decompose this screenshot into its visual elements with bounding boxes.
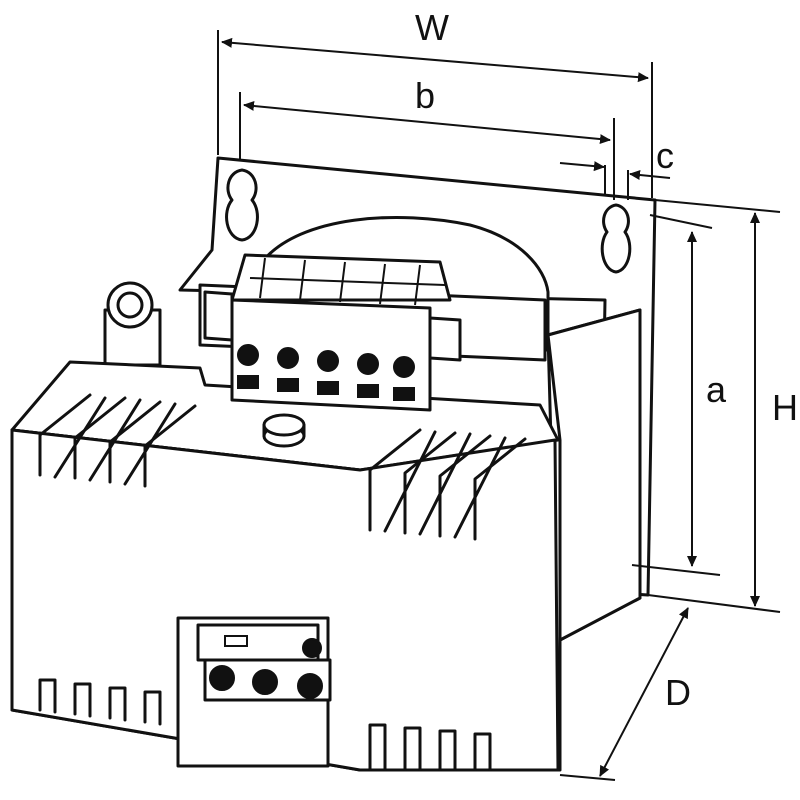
label-b: b — [415, 75, 435, 116]
bottom-fins-left — [38, 678, 162, 726]
body-front — [10, 428, 560, 772]
dim-b-line — [243, 100, 611, 145]
earth-screw — [103, 281, 162, 367]
terminal-block-front — [176, 616, 332, 768]
label-c: c — [656, 135, 674, 176]
label-a: a — [706, 369, 727, 410]
label-D: D — [665, 672, 691, 713]
dimension-lines — [217, 30, 781, 781]
label-H: H — [772, 387, 798, 428]
terminal-block-top — [203, 253, 462, 412]
label-W: W — [415, 7, 449, 48]
bottom-fins-right — [368, 723, 492, 772]
cooling-fins-left — [38, 393, 197, 488]
dim-c-line-right — [629, 170, 671, 180]
keyhole-left — [225, 168, 259, 242]
cooling-fins-right — [368, 428, 527, 541]
keyhole-right — [600, 203, 632, 274]
center-knob — [262, 413, 306, 448]
dim-D-line — [599, 607, 689, 777]
terminal-screws-top — [237, 344, 415, 401]
dim-c-line-left — [559, 161, 605, 172]
dim-W-line — [221, 37, 649, 83]
